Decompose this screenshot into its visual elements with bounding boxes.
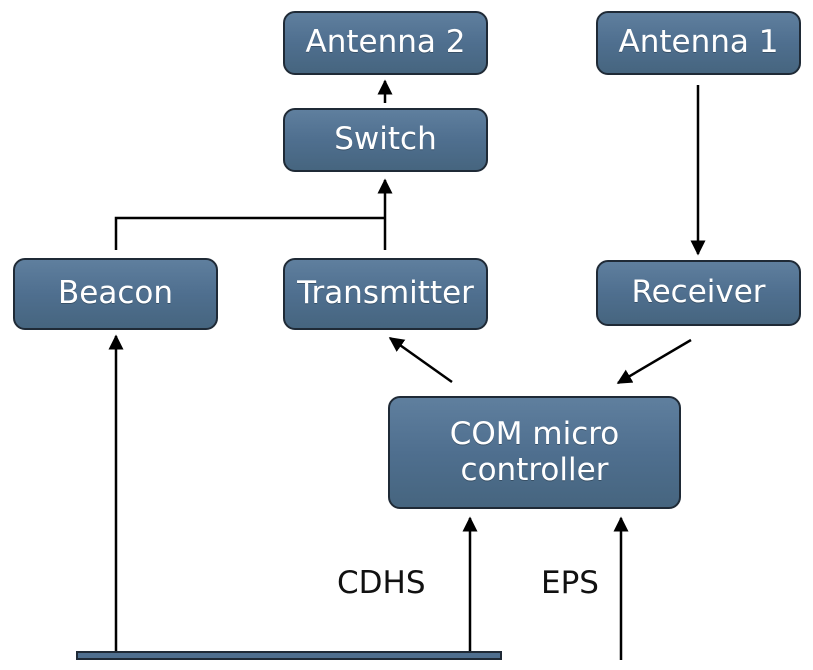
switch-block: Switch: [283, 108, 488, 172]
arrow-com-to-transmitter: [388, 336, 453, 384]
antenna1-block: Antenna 1: [596, 11, 801, 75]
antenna2-block: Antenna 2: [283, 11, 488, 75]
transmitter-block: Transmitter: [283, 258, 488, 330]
receiver-block: Receiver: [596, 260, 801, 326]
com-microcontroller-block: COM micro controller: [388, 396, 681, 509]
arrow-receiver-to-com: [616, 338, 692, 385]
data-bus-bar: [76, 651, 502, 660]
beacon-block: Beacon: [13, 258, 218, 330]
line-beacon-to-junction: [114, 216, 385, 250]
cdhs-label: CDHS: [337, 565, 426, 601]
eps-label: EPS: [541, 565, 599, 601]
